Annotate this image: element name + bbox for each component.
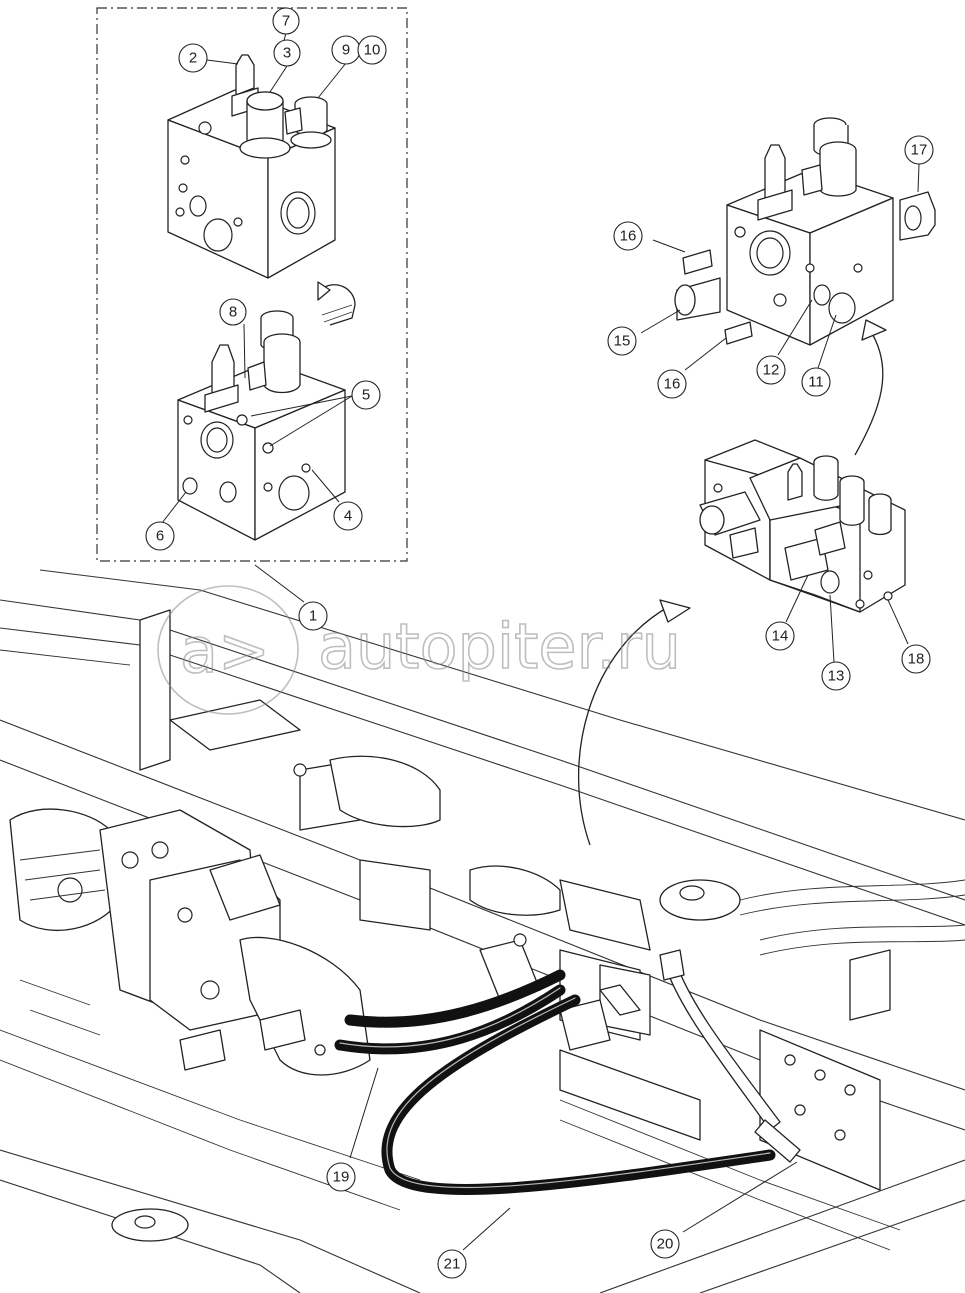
callout-4: 4 — [333, 501, 363, 531]
hydraulic-pump — [9, 808, 371, 1076]
callout-3-label: 3 — [283, 45, 291, 62]
callout-16-bottom-label: 16 — [664, 376, 681, 393]
hose-19b — [344, 969, 566, 1028]
callout-21: 21 — [437, 1249, 467, 1279]
watermark-text: autopiter.ru — [318, 610, 681, 683]
callout-10-label: 10 — [364, 42, 381, 59]
hose-20 — [664, 959, 781, 1131]
callout-6-label: 6 — [156, 528, 164, 545]
callout-19-label: 19 — [333, 1169, 350, 1186]
callout-21-label: 21 — [444, 1256, 461, 1273]
watermark-logo-glyph: a> — [180, 614, 270, 687]
callout-9: 9 — [331, 35, 361, 65]
frame-mounted-valve — [293, 755, 651, 1051]
callout-1: 1 — [298, 601, 328, 631]
callout-7-label: 7 — [282, 13, 290, 30]
callout-11-label: 11 — [808, 374, 824, 391]
callout-14-label: 14 — [772, 628, 789, 645]
chassis-frame — [0, 569, 965, 1293]
callout-2: 2 — [178, 43, 208, 73]
callout-2-label: 2 — [189, 50, 197, 67]
callout-16-top-label: 16 — [620, 228, 637, 245]
callout-17-label: 17 — [911, 142, 928, 159]
callout-6: 6 — [145, 521, 175, 551]
callout-11: 11 — [801, 367, 831, 397]
manifold-assembly — [699, 439, 906, 613]
flow-arrows — [578, 319, 887, 846]
detail-view-1 — [96, 7, 408, 562]
watermark-logo-ring — [157, 585, 299, 715]
callout-5: 5 — [351, 380, 381, 410]
callout-17: 17 — [904, 135, 934, 165]
callout-14: 14 — [765, 621, 795, 651]
callout-8-label: 8 — [229, 304, 237, 321]
callout-4-label: 4 — [344, 508, 352, 525]
callout-12-label: 12 — [763, 362, 780, 379]
callout-20-label: 20 — [657, 1236, 674, 1253]
watermark: a> autopiter.ru — [157, 585, 682, 715]
leader-lines — [161, 32, 920, 1251]
callout-13: 13 — [821, 661, 851, 691]
callout-18: 18 — [901, 644, 931, 674]
callout-20: 20 — [650, 1229, 680, 1259]
hoses — [334, 949, 801, 1195]
callout-16-bottom: 16 — [657, 369, 687, 399]
valve-block-top — [167, 54, 336, 279]
callout-13-label: 13 — [828, 668, 845, 685]
callout-5-label: 5 — [362, 387, 370, 404]
callout-3: 3 — [273, 39, 301, 67]
hose-19 — [334, 984, 566, 1055]
callout-12: 12 — [756, 355, 786, 385]
hose-21 — [381, 994, 776, 1195]
callout-15-label: 15 — [614, 333, 631, 350]
valve-block-right — [674, 117, 936, 346]
callout-10: 10 — [357, 35, 387, 65]
callout-15: 15 — [607, 326, 637, 356]
callout-9-label: 9 — [342, 42, 350, 59]
callout-7: 7 — [272, 7, 300, 35]
valve-block-bottom — [177, 310, 346, 541]
callout-19: 19 — [326, 1162, 356, 1192]
callout-18-label: 18 — [908, 651, 925, 668]
callout-16-top: 16 — [613, 221, 643, 251]
callout-8: 8 — [219, 298, 247, 326]
callout-1-label: 1 — [309, 608, 317, 625]
